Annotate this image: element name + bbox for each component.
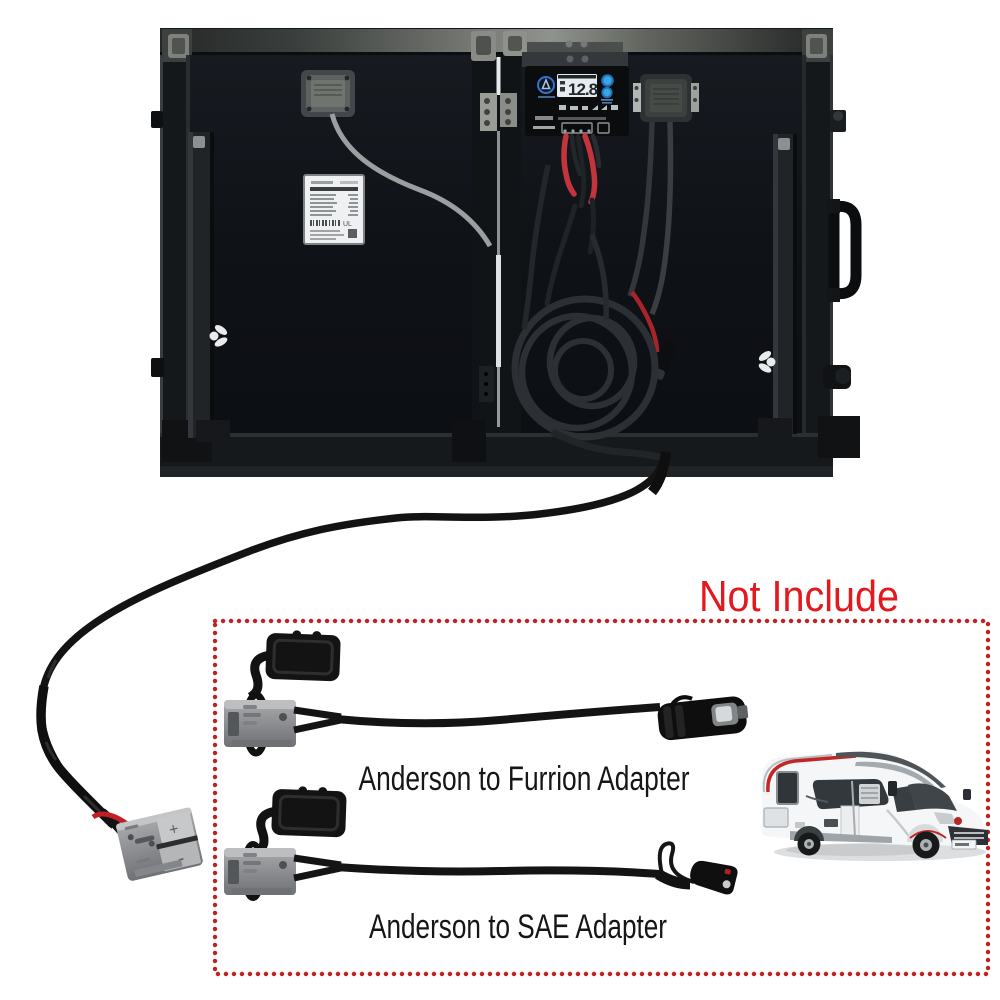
svg-text:-: - (176, 848, 187, 870)
svg-text:Not Include: Not Include (699, 572, 899, 621)
svg-text:UL: UL (343, 221, 352, 228)
svg-text:Anderson to Furrion Adapter: Anderson to Furrion Adapter (359, 760, 690, 798)
svg-text:Anderson to SAE Adapter: Anderson to SAE Adapter (369, 908, 667, 946)
svg-text:+: + (167, 820, 180, 839)
svg-text:12.8: 12.8 (568, 80, 598, 99)
